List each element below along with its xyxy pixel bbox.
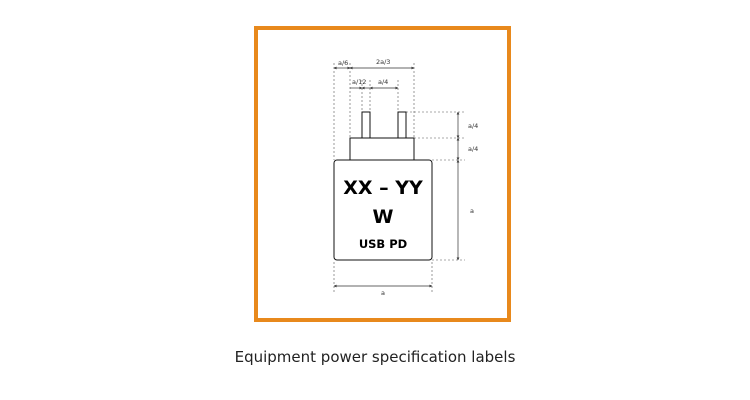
plug-neck <box>349 137 415 161</box>
dim-label-two-a-thirds: 2a/3 <box>376 58 390 66</box>
dim-label-a-sixth: a/6 <box>338 59 348 67</box>
charger-outline <box>333 111 433 261</box>
dim-label-a-quarter-pin: a/4 <box>468 122 478 130</box>
figure-caption: Equipment power specification labels <box>234 348 516 366</box>
pin-left <box>361 111 371 139</box>
power-rating-text: XX – YY <box>343 177 423 199</box>
dim-label-a-width: a <box>381 289 385 297</box>
dim-label-a-quarter-top: a/4 <box>378 78 388 86</box>
dim-label-a-quarter-base: a/4 <box>468 145 478 153</box>
protocol-text: USB PD <box>359 237 407 251</box>
dim-label-a-height: a <box>470 207 474 215</box>
charger-body <box>333 159 433 261</box>
dimension-arrows <box>333 66 460 288</box>
pin-right <box>397 111 407 139</box>
dim-label-a-twelfth: a/12 <box>352 78 366 86</box>
power-unit-text: W <box>373 206 394 228</box>
